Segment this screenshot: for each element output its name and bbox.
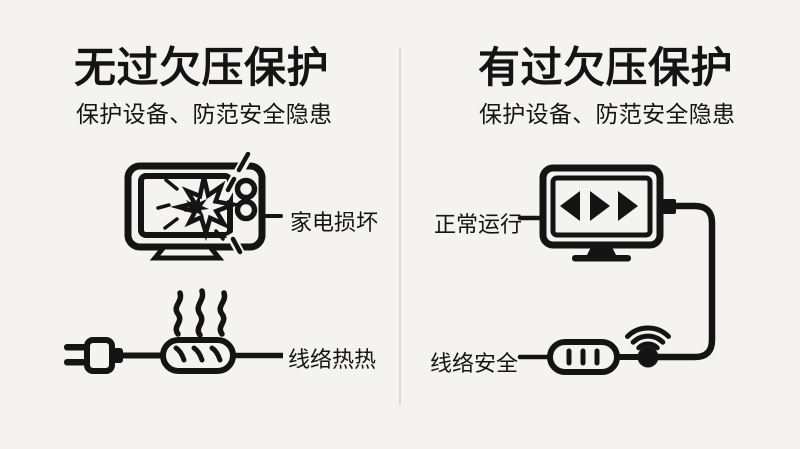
overheating-power-strip-icon [64,288,283,374]
smart-plug-node [637,346,659,368]
left-subtitle: 保护设备、防范安全隐患 [76,101,333,127]
monitor [539,164,664,262]
safe-wires-label: 线络安全 [430,351,519,376]
broken-tv-icon [124,152,266,262]
explosion-core [184,194,209,219]
safe-power-strip-wifi-icon [517,325,671,375]
monitor-running-icon [517,164,716,375]
heat-waves-icon [173,288,228,338]
hot-wires-label: 线络热热 [288,347,377,372]
triangle-right-icon [618,191,638,221]
right-title: 有过欠压保护 [478,44,734,91]
plug-icon [64,337,123,374]
triangle-right-icon [590,191,610,221]
appliance-damage-label: 家电损坏 [290,210,379,235]
wifi-icon [625,325,671,351]
power-strip [160,337,236,374]
cable-connector [660,199,676,214]
triangle-left-icon [560,191,580,221]
monitor-stand [587,245,616,255]
normal-operation-label: 正常运行 [434,212,523,237]
spark-lines [225,152,251,255]
explosion-star [170,176,242,242]
tv-knob [234,198,258,222]
crack-lines [156,178,225,241]
left-title: 无过欠压保护 [74,44,330,91]
center-divider [399,48,401,405]
leader-line [263,214,283,218]
monitor-base [572,255,631,262]
strip-slots [173,345,223,363]
right-subtitle: 保护设备、防范安全隐患 [479,101,736,127]
tv-knob [234,177,258,201]
strip-slots [566,348,600,366]
power-cable [654,202,716,361]
tv-stand [149,244,225,261]
